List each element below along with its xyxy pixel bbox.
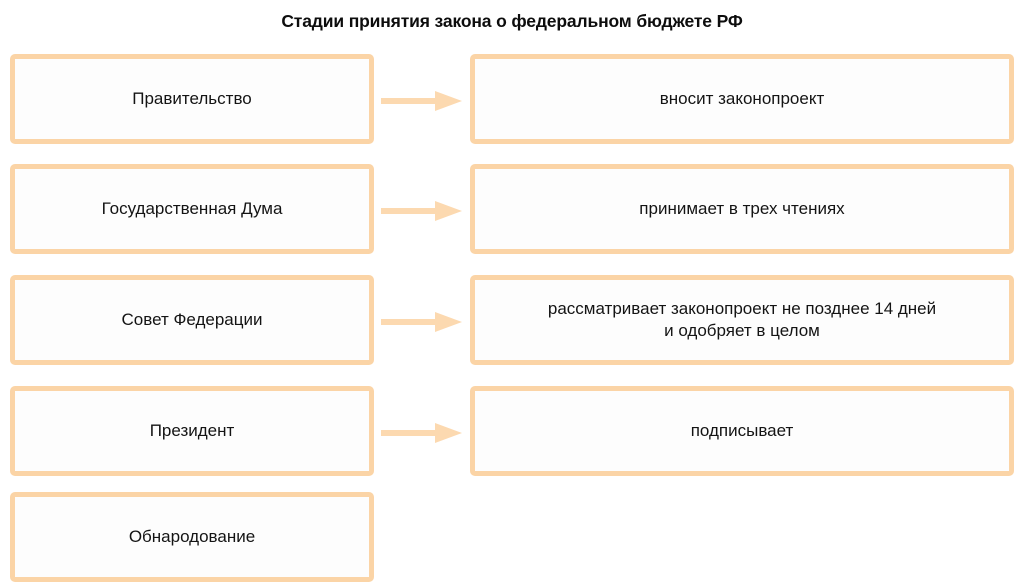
action-label: вносит законопроект — [659, 88, 825, 108]
stage-row: Президент подписывает — [0, 386, 1024, 476]
arrow-right-icon — [381, 200, 462, 222]
page-title: Стадии принятия закона о федеральном бюд… — [281, 11, 743, 31]
actor-label: Президент — [149, 420, 235, 440]
actor-box: Государственная Дума — [10, 164, 374, 254]
actor-box: Правительство — [10, 54, 374, 144]
arrow-right-icon — [381, 311, 462, 333]
action-box: вносит законопроект — [470, 54, 1014, 144]
arrow-right-icon — [381, 90, 462, 112]
actor-box: Обнародование — [10, 492, 374, 582]
action-box: принимает в трех чтениях — [470, 164, 1014, 254]
stage-row: Государственная Дума принимает в трех чт… — [0, 164, 1024, 254]
actor-label: Правительство — [132, 88, 252, 108]
stage-row: Правительство вносит законопроект — [0, 54, 1024, 144]
actor-label: Государственная Дума — [101, 198, 283, 218]
action-label: рассматривает законопроект не позднее 14… — [547, 298, 937, 340]
actor-label: Обнародование — [128, 526, 256, 546]
actor-box: Президент — [10, 386, 374, 476]
actor-label: Совет Федерации — [121, 309, 263, 329]
arrow-right-icon — [381, 422, 462, 444]
action-label: принимает в трех чтениях — [639, 198, 845, 218]
action-box: подписывает — [470, 386, 1014, 476]
stage-row: Обнародование — [0, 492, 1024, 582]
actor-box: Совет Федерации — [10, 275, 374, 365]
action-label: подписывает — [690, 420, 794, 440]
action-box: рассматривает законопроект не позднее 14… — [470, 275, 1014, 365]
stage-row: Совет Федерации рассматривает законопрое… — [0, 275, 1024, 365]
